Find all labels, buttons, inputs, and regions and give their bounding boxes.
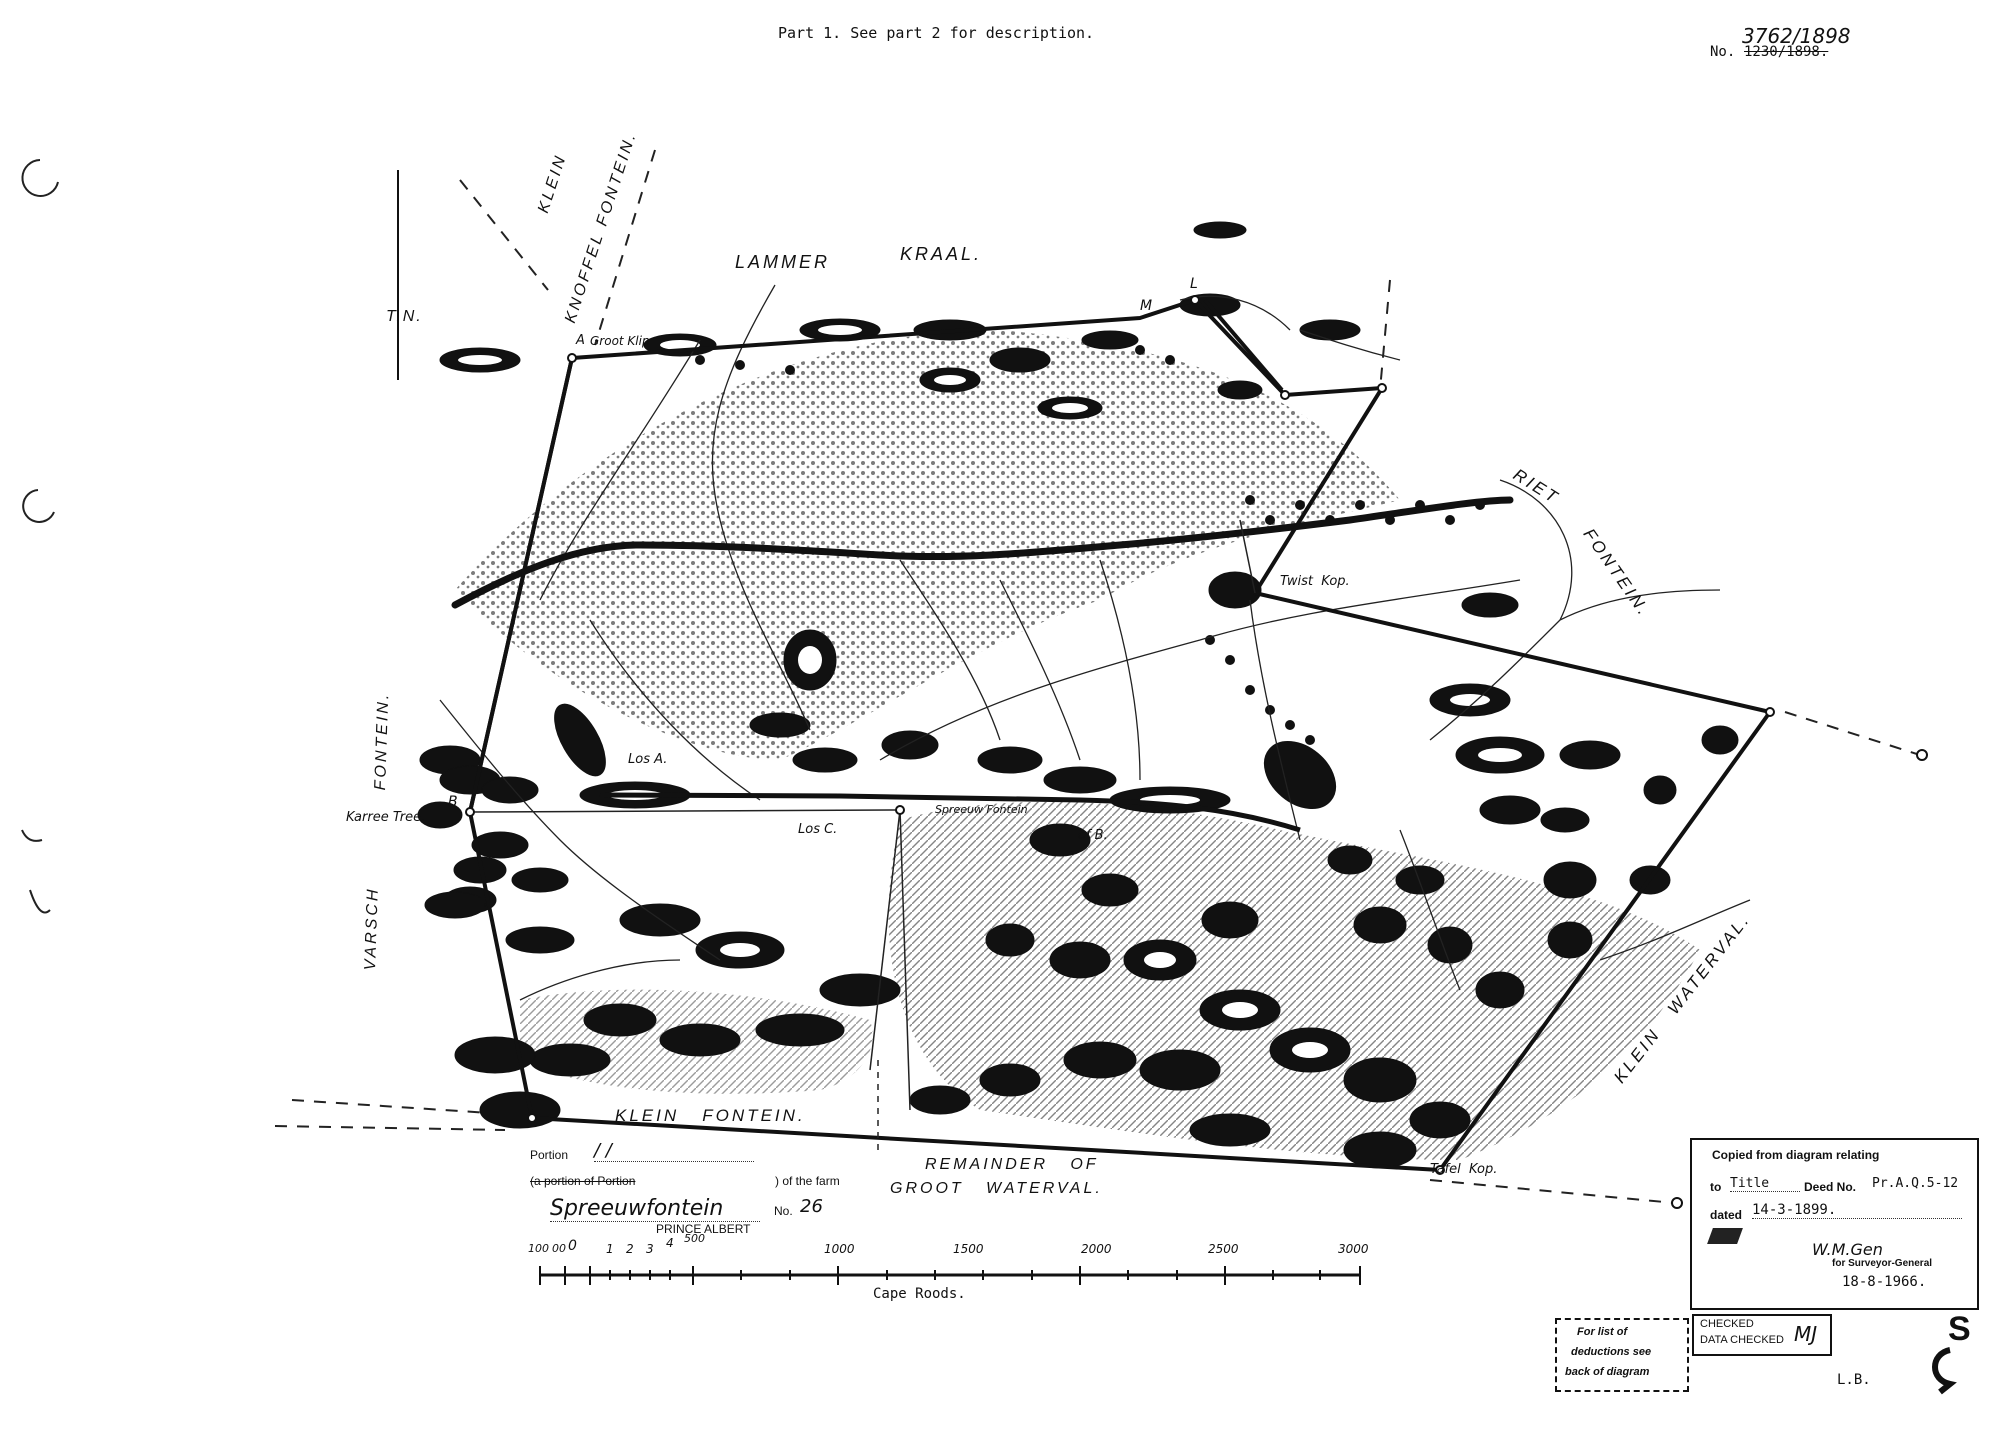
farm-name: Spreeuwfontein	[550, 1196, 760, 1222]
subdivision-lines	[469, 519, 1256, 1111]
diagram-number-struck: 1230/1898.	[1744, 44, 1829, 60]
beacon-label-l: L	[1190, 276, 1198, 292]
scale-tick-label: 4	[666, 1236, 674, 1250]
corner-mark-path	[1932, 1347, 1957, 1395]
neighbour-label-fontein-west: FONTEIN.	[372, 691, 393, 791]
copy-stamp-dated-label: dated	[1710, 1208, 1743, 1222]
checked-label: CHECKED	[1700, 1318, 1754, 1330]
scale-unit: Cape Roods.	[873, 1286, 966, 1302]
neighbour-label-groot-waterval: GROOT WATERVAL.	[890, 1180, 1103, 1197]
scale-tick-label: 1	[606, 1242, 614, 1256]
data-checked-label: DATA CHECKED	[1700, 1334, 1784, 1346]
footer-lb: L.B.	[1837, 1372, 1871, 1388]
scale-tick-label: 1500	[953, 1242, 984, 1256]
feature-label-spreeuw-fontein: Spreeuw Fontein	[935, 803, 1028, 816]
copy-stamp-to-value: Title	[1730, 1176, 1800, 1192]
copy-stamp-date2: 18-8-1966.	[1842, 1274, 1927, 1290]
copy-stamp-for-sg: for Surveyor-General	[1832, 1258, 1933, 1269]
binder-marks	[21, 159, 59, 914]
copy-stamp-heading: Copied from diagram relating	[1712, 1148, 1880, 1162]
diagram-number-block: 3762/1898 No. 1230/1898.	[1710, 24, 1880, 64]
deductions-line-3: back of diagram	[1565, 1366, 1650, 1378]
title-block: Portion / / (a portion of Portion ) of t…	[530, 1130, 1050, 1240]
binder-hole-mark	[22, 489, 55, 523]
deductions-line-1: For list of	[1577, 1326, 1628, 1338]
scale-bar-graphic	[539, 1266, 1361, 1285]
copy-stamp-dated-value: 14-3-1899.	[1752, 1202, 1962, 1219]
deductions-stamp: For list of deductions see back of diagr…	[1555, 1318, 1689, 1392]
feature-label-los-a: Los A.	[628, 752, 668, 767]
feature-label-los-c: Los C.	[798, 822, 838, 837]
farm-number: 26	[800, 1196, 823, 1217]
scale-bar: 100 00 0 1 2 3 4 500 1000 1500 2000 2500…	[528, 1232, 1388, 1262]
portion-label: Portion	[530, 1148, 569, 1162]
scale-tick-label: 2000	[1081, 1242, 1112, 1256]
copy-stamp-deed-label: Deed No.	[1804, 1180, 1857, 1194]
diagram-number-prefix: No.	[1710, 44, 1736, 60]
scale-tick-label: 1000	[824, 1242, 855, 1256]
streams	[439, 284, 1751, 1001]
scale-tick-label: 2500	[1208, 1242, 1239, 1256]
farm-number-label: No.	[774, 1204, 793, 1218]
deductions-line-2: deductions see	[1571, 1346, 1652, 1358]
feature-label-tafel-kop: Tafel Kop.	[1430, 1162, 1498, 1177]
scale-tick-label: 3000	[1338, 1242, 1369, 1256]
neighbour-label-varsch: VARSCH	[362, 886, 382, 971]
checked-initials: MJ	[1794, 1322, 1818, 1346]
diagram-title: Part 1. See part 2 for description.	[778, 24, 1095, 42]
secondary-river	[599, 792, 1301, 833]
footer-s-mark: S	[1948, 1310, 1971, 1348]
portion-of-portion: (a portion of Portion	[530, 1174, 636, 1188]
neighbour-label-lammer: LAMMER	[735, 252, 831, 272]
beacon-points	[465, 295, 1775, 1175]
beacon-marker	[1916, 749, 1928, 761]
beacon-marker	[1671, 1197, 1683, 1209]
scale-tick-label: 3	[646, 1242, 654, 1256]
beacon-label-groot-klip: Groot Klip	[590, 334, 650, 348]
beacon-label-b: B	[448, 794, 458, 810]
diagram-number-handwritten: 3762/1898	[1742, 24, 1851, 48]
checked-stamp: CHECKED DATA CHECKED MJ	[1692, 1314, 1832, 1356]
feature-label-los-b: of B.	[1078, 828, 1108, 843]
binder-hole-mark	[21, 829, 43, 842]
scale-tick-label: 2	[626, 1242, 634, 1256]
neighbour-label-remainder-of: REMAINDER OF	[925, 1156, 1099, 1173]
feature-label-karree-tree: Karree Tree.	[346, 810, 426, 825]
scale-tick-label: 0	[568, 1238, 577, 1254]
binder-hole-mark	[21, 159, 59, 197]
scale-tick-label: 100	[528, 1242, 549, 1255]
feature-label-twist-kop: Twist Kop.	[1280, 574, 1350, 589]
portion-value: / /	[594, 1140, 754, 1162]
copy-stamp-signature: W.M.Gen	[1812, 1240, 1883, 1259]
beacon-label-a: A	[576, 333, 585, 348]
neighbour-label-kraal: KRAAL.	[900, 244, 983, 264]
main-river	[451, 496, 1514, 609]
neighbour-dashed-lines	[274, 149, 1921, 1204]
copy-stamp-smudge	[1707, 1228, 1743, 1244]
footer-corner-mark	[1932, 1347, 1957, 1395]
copy-stamp-deed-value: Pr.A.Q.5-12	[1872, 1176, 1959, 1191]
of-the-farm-label: ) of the farm	[775, 1174, 840, 1188]
north-label: T.N.	[386, 308, 423, 325]
division-name: PRINCE ALBERT	[656, 1222, 751, 1236]
beacon-label-m: M	[1140, 298, 1153, 314]
scale-tick-label: 500	[684, 1232, 705, 1245]
scale-tick-label: 00	[552, 1242, 566, 1255]
copy-stamp: Copied from diagram relating to Title De…	[1690, 1138, 1979, 1310]
neighbour-label-klein-fontein: KLEIN FONTEIN.	[615, 1106, 806, 1125]
copy-stamp-to-label: to	[1710, 1180, 1722, 1194]
binder-hole-mark	[29, 889, 51, 914]
